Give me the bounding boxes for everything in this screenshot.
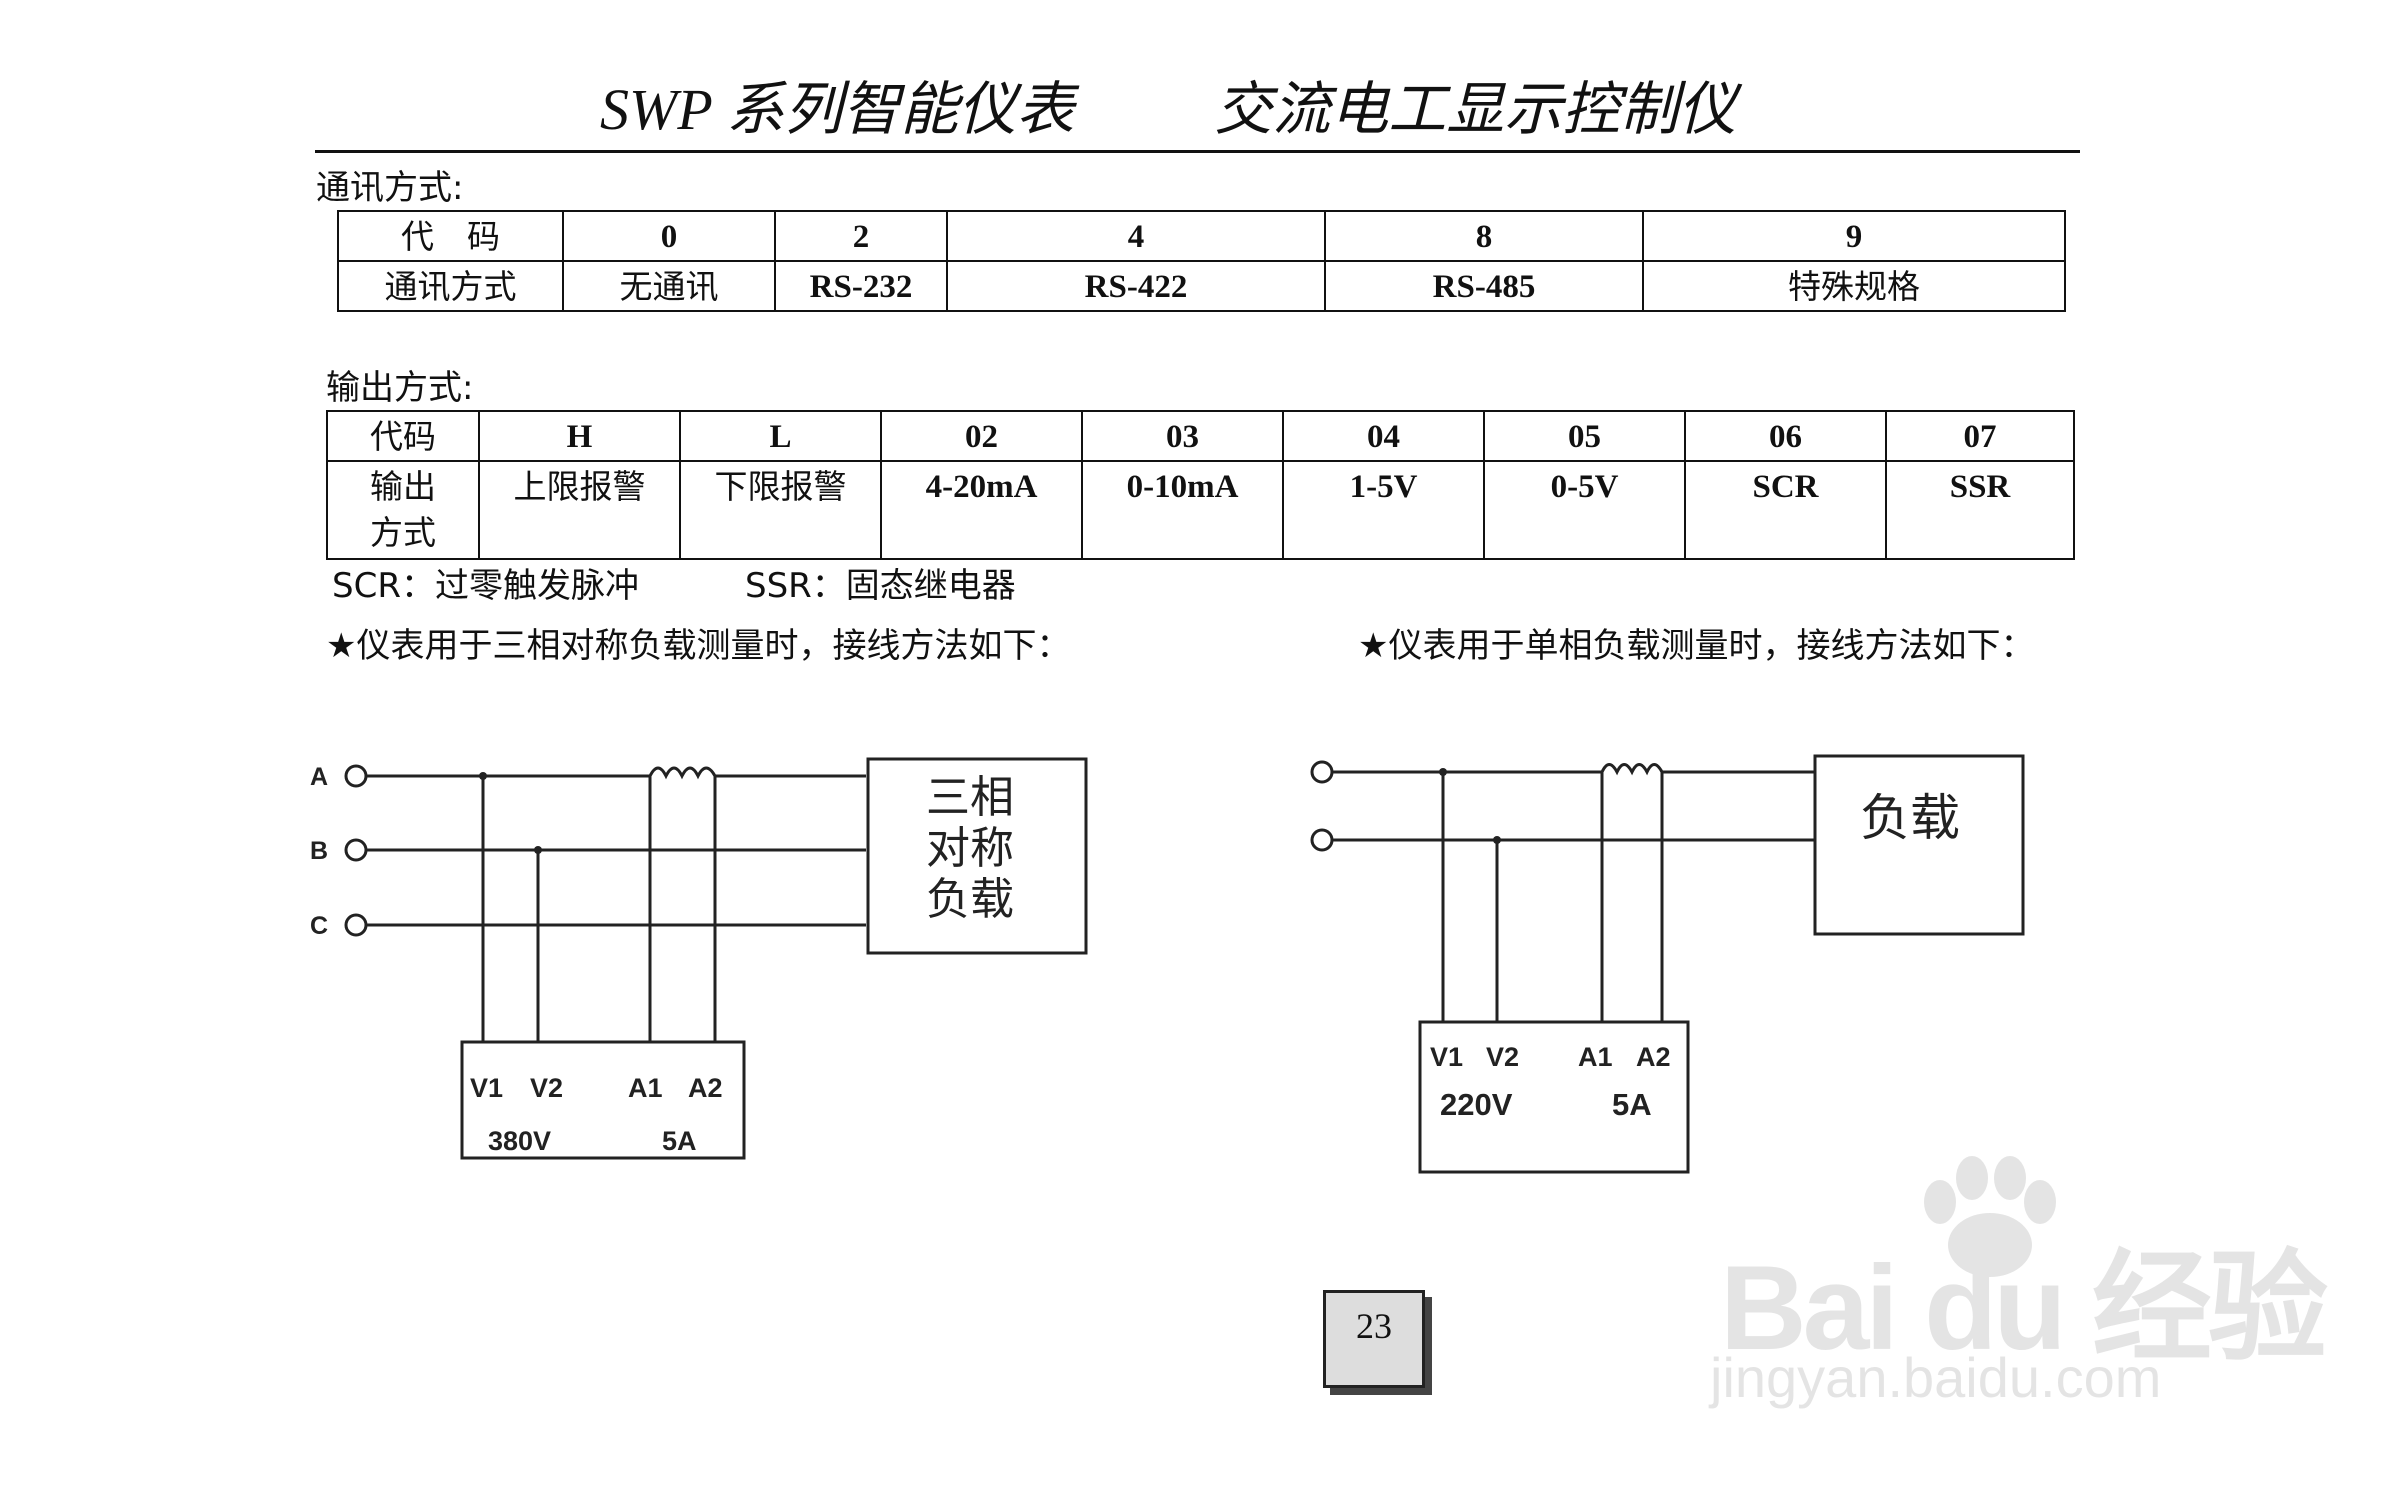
terminal-v1-label: V1: [1430, 1042, 1463, 1072]
output-mode-row: 输出方式 上限报警 下限报警 4-20mA 0-10mA 1-5V 0-5V S…: [326, 460, 2075, 560]
comm-mode-cell: 无通讯: [562, 260, 776, 312]
comm-mode-cell: RS-232: [774, 260, 948, 312]
comm-code-cell: 4: [946, 210, 1326, 262]
load-label: 负载: [1860, 789, 1960, 847]
output-mode-cell: SSR: [1885, 460, 2075, 560]
single-phase-terminal-1: [1310, 760, 1334, 784]
current-rating: 5A: [1612, 1087, 1652, 1122]
title-left: SWP 系列智能仪表: [600, 77, 1075, 142]
output-code-cell: 06: [1684, 410, 1887, 462]
meter-box-380v: [460, 1040, 746, 1160]
voltage-rating: 380V: [488, 1126, 551, 1156]
output-mode-header-line1: 输出: [370, 467, 436, 506]
terminal-a1-label: A1: [628, 1073, 663, 1103]
junction-dot: [1493, 836, 1501, 844]
terminal-a2-label: A2: [688, 1073, 723, 1103]
output-mode-cell: SCR: [1684, 460, 1887, 560]
ssr-note: SSR：固态继电器: [745, 566, 1016, 606]
junction-dot: [1439, 768, 1447, 776]
title-right: 交流电工显示控制仪: [1214, 77, 1737, 142]
three-phase-note: ★仪表用于三相对称负载测量时，接线方法如下：: [326, 626, 1071, 666]
phase-label-b: B: [310, 837, 328, 865]
terminal-v2-label: V2: [1486, 1042, 1519, 1072]
terminal-v1-label: V1: [470, 1073, 503, 1103]
output-code-cell: 02: [880, 410, 1083, 462]
baidu-watermark: Bai du 经验 jingyan.baidu.com: [1700, 1156, 2328, 1410]
three-phase-wiring-diagram: A B C 三相 对称 负载 V1 V2 A1 A2 380V 5A: [310, 757, 1088, 1160]
output-code-cell: H: [478, 410, 681, 462]
comm-mode-header: 通讯方式: [337, 260, 564, 312]
comm-table: 代 码 0 2 4 8 9 通讯方式 无通讯 RS-232 RS-422 RS-…: [337, 210, 2066, 312]
junction-dot: [479, 772, 487, 780]
output-section-label: 输出方式:: [326, 368, 474, 408]
output-mode-cell: 4-20mA: [880, 460, 1083, 560]
comm-code-row: 代 码 0 2 4 8 9: [337, 210, 2066, 262]
page-number-box: 23: [1323, 1290, 1425, 1388]
terminal-b-circle: [344, 838, 368, 862]
output-code-cell: 03: [1081, 410, 1284, 462]
output-code-row: 代码 H L 02 03 04 05 06 07: [326, 410, 2075, 462]
meter-box-220v: [1418, 1020, 1690, 1174]
output-mode-header-line2: 方式: [370, 513, 436, 552]
terminal-a1-label: A1: [1578, 1042, 1613, 1072]
page-number: 23: [1356, 1306, 1392, 1346]
load-label-line3: 负载: [926, 875, 1014, 924]
phase-label-a: A: [310, 763, 328, 791]
output-mode-cell: 上限报警: [478, 460, 681, 560]
junction-dot: [534, 846, 542, 854]
scr-note: SCR：过零触发脉冲: [332, 566, 639, 606]
single-phase-wiring-diagram: 负载 V1 V2 A1 A2 220V 5A: [1310, 754, 2025, 1174]
output-code-cell: 04: [1282, 410, 1485, 462]
terminal-c-circle: [344, 913, 368, 937]
output-code-cell: L: [679, 410, 882, 462]
output-table: 代码 H L 02 03 04 05 06 07 输出方式 上限报警 下限报警 …: [326, 410, 2075, 560]
three-phase-load-box: [866, 757, 1088, 955]
paw-icon: [1924, 1156, 2056, 1277]
current-coil-icon: [1600, 763, 1664, 776]
voltage-rating: 220V: [1440, 1087, 1513, 1122]
comm-mode-row: 通讯方式 无通讯 RS-232 RS-422 RS-485 特殊规格: [337, 260, 2066, 312]
single-phase-load-box: [1813, 754, 2025, 936]
output-mode-cell: 下限报警: [679, 460, 882, 560]
comm-mode-cell: RS-485: [1324, 260, 1644, 312]
load-label-line2: 对称: [926, 824, 1014, 873]
load-label-line1: 三相: [926, 773, 1014, 822]
comm-code-cell: 9: [1642, 210, 2066, 262]
title-rule: [315, 150, 2080, 153]
output-code-cell: 07: [1885, 410, 2075, 462]
comm-mode-cell: 特殊规格: [1642, 260, 2066, 312]
comm-mode-cell: RS-422: [946, 260, 1326, 312]
terminal-a2-label: A2: [1636, 1042, 1671, 1072]
comm-code-header: 代 码: [337, 210, 564, 262]
single-phase-terminal-2: [1310, 828, 1334, 852]
output-mode-cell: 1-5V: [1282, 460, 1485, 560]
terminal-v2-label: V2: [530, 1073, 563, 1103]
page-title: SWP 系列智能仪表 交流电工显示控制仪: [600, 62, 1736, 146]
single-phase-note: ★仪表用于单相负载测量时，接线方法如下：: [1358, 626, 2035, 666]
comm-code-cell: 8: [1324, 210, 1644, 262]
comm-section-label: 通讯方式:: [316, 168, 464, 208]
watermark-brand: Bai du 经验: [1720, 1241, 2328, 1375]
output-mode-cell: 0-5V: [1483, 460, 1686, 560]
output-code-header: 代码: [326, 410, 480, 462]
comm-code-cell: 0: [562, 210, 776, 262]
phase-label-c: C: [310, 912, 328, 940]
terminal-a-circle: [344, 764, 368, 788]
current-coil-icon: [648, 766, 717, 780]
current-rating: 5A: [662, 1126, 697, 1156]
output-code-cell: 05: [1483, 410, 1686, 462]
output-mode-cell: 0-10mA: [1081, 460, 1284, 560]
output-mode-header: 输出方式: [326, 460, 480, 560]
comm-code-cell: 2: [774, 210, 948, 262]
watermark-url: jingyan.baidu.com: [1710, 1346, 2162, 1409]
